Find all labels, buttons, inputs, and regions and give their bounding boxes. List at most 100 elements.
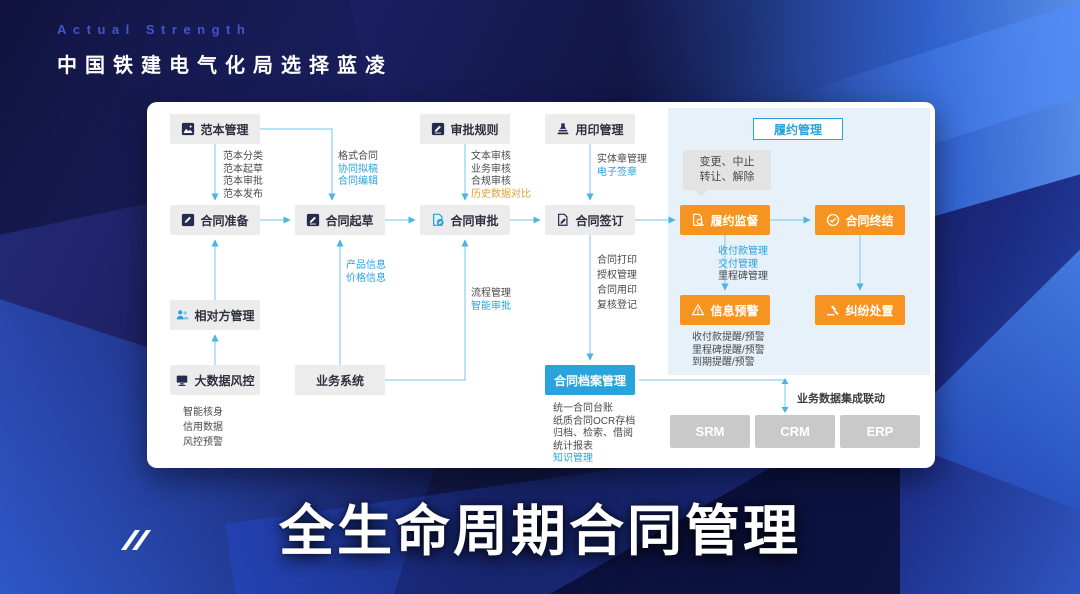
sub-item: 价格信息 [346,272,386,284]
template-image-icon [181,122,195,136]
node-contract-preparation: 合同准备 [170,205,260,235]
system-erp: ERP [840,415,920,448]
node-label: 合同审批 [450,213,499,228]
node-label: 合同准备 [200,213,249,228]
people-icon [175,308,190,322]
node-contract-archive: 合同档案管理 [545,365,635,395]
sub-item: 流程管理 [471,288,511,299]
sub-item: 合同用印 [597,285,637,296]
node-contract-termination: 合同终结 [815,205,905,235]
callout-line: 转让、解除 [699,171,755,183]
node-template-management: 范本管理 [170,114,260,144]
node-label: 合同签订 [575,213,624,228]
node-seal-management: 用印管理 [545,114,635,144]
node-label: 合同档案管理 [553,373,626,388]
callout-line: 变更、中止 [699,156,755,168]
header-eyebrow: Actual Strength [57,22,252,37]
seal-inputs-sublist: 实体章管理 电子签章 [597,154,647,179]
sub-item: 合同打印 [597,255,637,266]
sub-item: 范本起草 [223,163,263,175]
node-label: 范本管理 [200,122,249,137]
contract-sign-icon [556,213,570,227]
sub-item: 智能核身 [183,407,223,418]
sub-item: 智能审批 [471,300,511,312]
archive-sublist: 统一合同台账 纸质合同OCR存档 归档、检索、借阅 统计报表 知识管理 [553,403,635,466]
sub-item: 格式合同 [338,151,378,162]
sub-item: 信用数据 [183,422,223,433]
system-crm: CRM [755,415,835,448]
seal-stamp-icon [556,122,570,136]
sub-item: 复核登记 [597,300,637,311]
header: Actual Strength 中国铁建电气化局选择蓝凌 [57,22,393,78]
node-label: 相对方管理 [194,308,255,323]
node-counterparty-management: 相对方管理 [170,300,260,330]
node-contract-drafting: 合同起草 [295,205,385,235]
sub-item: 统计报表 [553,440,593,452]
sub-item: 范本审批 [223,176,263,187]
process-inputs-sublist: 流程管理 智能审批 [471,288,511,313]
check-circle-icon [826,213,840,227]
sub-item: 历史数据对比 [471,188,531,200]
node-label: 纠纷处置 [845,303,894,318]
supervision-sublist: 收付款管理 交付管理 里程碑管理 [718,246,768,284]
node-label: 大数据风控 [194,373,255,388]
sub-item: 归档、检索、借阅 [553,428,633,439]
approval-rules-icon [431,122,445,136]
node-label: 合同终结 [845,213,894,228]
header-title: 中国铁建电气化局选择蓝凌 [57,55,393,77]
warning-triangle-icon [691,303,706,317]
integration-label: 业务数据集成联动 [797,393,885,405]
sub-item: 电子签章 [597,166,637,178]
sub-item: 风控预警 [183,437,223,448]
sub-item: 里程碑管理 [718,271,768,282]
product-inputs-sublist: 产品信息 价格信息 [346,260,386,285]
sub-item: 合同编辑 [338,176,378,187]
connector-lines [211,128,864,413]
contract-review-icon [431,213,445,227]
sub-item: 授权管理 [597,270,637,281]
node-label: 业务系统 [315,373,364,388]
alert-sublist: 收付款提醒/预警 里程碑提醒/预警 到期提醒/预警 [692,332,765,370]
monitor-icon [175,373,189,387]
sub-item: 纸质合同OCR存档 [553,415,636,427]
sub-item: 协同拟稿 [338,163,378,175]
sub-item: 合规审核 [471,176,511,187]
contract-prepare-icon [181,213,195,227]
risk-sublist: 智能核身 信用数据 风控预警 [183,405,223,450]
node-label: 信息预警 [710,303,759,318]
system-srm: SRM [670,415,750,448]
sub-item: 里程碑提醒/预警 [692,344,765,356]
sub-item: 收付款提醒/预警 [692,332,765,343]
review-inputs-sublist: 文本审核 业务审核 合规审核 历史数据对比 [471,151,531,201]
sub-item: 收付款管理 [718,246,768,257]
gavel-icon [826,303,840,317]
draft-inputs-sublist: 格式合同 协同拟稿 合同编辑 [338,151,378,189]
performance-callout: 变更、中止 转让、解除 [683,150,771,197]
node-contract-signing: 合同签订 [545,205,635,235]
node-information-alert: 信息预警 [680,295,770,325]
contract-draft-icon [306,213,320,227]
template-sublist: 范本分类 范本起草 范本审批 范本发布 [223,151,263,201]
node-bigdata-risk-control: 大数据风控 [170,365,260,395]
node-label: 审批规则 [450,122,499,137]
performance-section-title: 履约管理 [753,118,843,140]
sign-outputs-sublist: 合同打印 授权管理 合同用印 复核登记 [597,253,637,313]
callout-pointer [695,190,707,197]
node-business-system: 业务系统 [295,365,385,395]
node-label: 用印管理 [575,122,624,137]
sub-item: 范本分类 [223,151,263,162]
node-label: 履约监督 [710,213,759,228]
sub-item: 知识管理 [553,453,593,464]
sub-item: 统一合同台账 [553,403,613,414]
diagram-panel: 范本管理 审批规则 用印管理 范本分类 范本起草 范本审批 范本发布 格式合同 … [147,102,935,468]
node-dispute-handling: 纠纷处置 [815,295,905,325]
node-approval-rules: 审批规则 [420,114,510,144]
sub-item: 交付管理 [718,258,758,270]
sub-item: 业务审核 [471,163,511,175]
node-label: 合同起草 [325,213,374,228]
doc-search-icon [691,213,705,227]
node-contract-approval: 合同审批 [420,205,510,235]
sub-item: 到期提醒/预警 [692,357,755,368]
sub-item: 范本发布 [223,188,263,200]
